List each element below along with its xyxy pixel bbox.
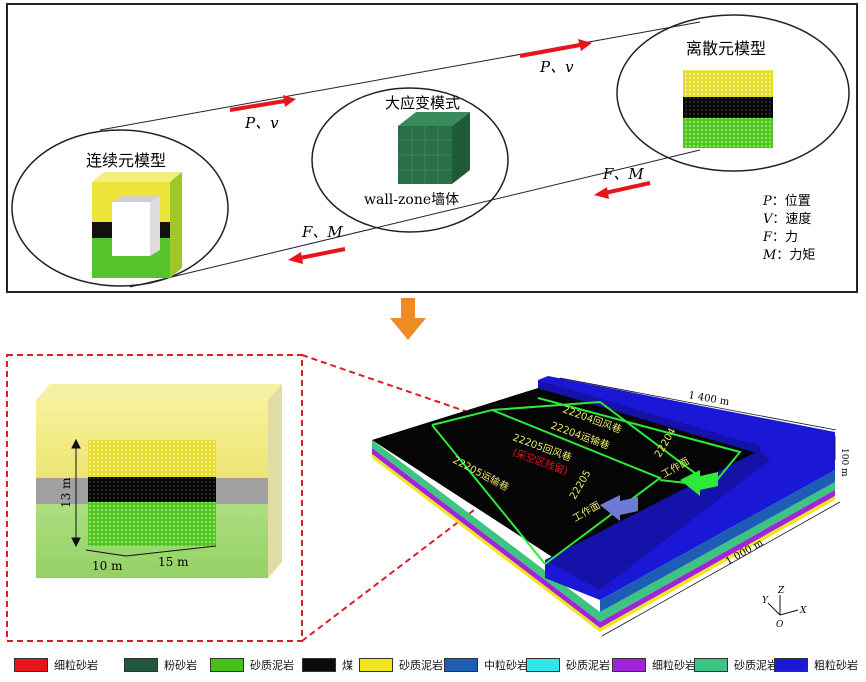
zoom-line-bottom (301, 474, 521, 642)
red-arrows (229, 39, 651, 264)
legend-label: 细粒砂岩 (652, 659, 696, 672)
axis-y: Y (762, 596, 769, 606)
legend-swatch (124, 658, 158, 672)
legend-swatch (210, 658, 244, 672)
svg-text:P：位置: P：位置 (762, 194, 811, 209)
arrow-label-pv-1: P、v (244, 114, 279, 132)
arrow-right-1 (229, 95, 296, 112)
arrow-left-2 (288, 247, 346, 264)
legend-label: 砂质泥岩 (566, 659, 610, 672)
legend-swatch (444, 658, 478, 672)
svg-text:M：力矩: M：力矩 (762, 248, 815, 263)
coupling-scheme-panel (6, 3, 858, 293)
mine-model (372, 376, 835, 632)
legend-swatch (526, 658, 560, 672)
legend-item: 砂质泥岩 (359, 655, 443, 675)
inset-dimensions (71, 438, 217, 557)
wall-zone-label: wall-zone墙体 (364, 192, 459, 208)
axis-x: X (799, 606, 807, 616)
legend-swatch (14, 658, 48, 672)
wall-zone-cube (398, 112, 470, 184)
legend-label: 砂质泥岩 (399, 659, 443, 672)
axis-triad (767, 595, 799, 616)
continuum-model-graphic (92, 172, 182, 278)
depth-label: 100 m (839, 448, 849, 477)
model-dimensions (559, 377, 841, 637)
width-label-b: 15 m (158, 555, 189, 569)
legend-swatch (359, 658, 393, 672)
svg-text:V：速度: V：速度 (763, 211, 811, 227)
legend-label: 细粒砂岩 (54, 659, 98, 672)
strata-legend: 细粒砂岩 粉砂岩 砂质泥岩 煤 砂质泥岩 中粒砂岩 砂质泥岩 细粒砂岩 砂质泥岩 粗粒砂岩 (14, 655, 864, 677)
legend-item: 细粒砂岩 (14, 655, 98, 675)
legend-item: 细粒砂岩 (612, 655, 696, 675)
arrow-label-fm-2: F、M (301, 223, 343, 241)
legend-item: 砂质泥岩 (210, 655, 294, 675)
svg-text:F：力: F：力 (762, 230, 798, 245)
discrete-model-graphic (683, 70, 773, 148)
discrete-title: 离散元模型 (686, 39, 766, 58)
width-label-a: 10 m (92, 559, 123, 573)
legend-label: 中粒砂岩 (484, 659, 528, 672)
legend-item: 煤 (302, 655, 353, 675)
connector-lines (99, 21, 701, 288)
legend-item: 中粒砂岩 (444, 655, 528, 675)
large-strain-title: 大应变模式 (385, 94, 460, 112)
down-arrow (390, 298, 426, 340)
discrete-ellipse (616, 14, 850, 172)
arrow-label-pv-2: P、v (539, 58, 574, 76)
legend-swatch (612, 658, 646, 672)
legend-item: 粗粒砂岩 (774, 655, 858, 675)
legend-item: 砂质泥岩 (694, 655, 778, 675)
legend-swatch (774, 658, 808, 672)
large-strain-ellipse (311, 87, 509, 233)
legend-item: 砂质泥岩 (526, 655, 610, 675)
legend-label: 粉砂岩 (164, 659, 197, 672)
height-label: 13 m (59, 477, 73, 508)
legend-label: 砂质泥岩 (734, 659, 778, 672)
axis-z: Z (777, 586, 785, 596)
legend-item: 粉砂岩 (124, 655, 197, 675)
legend-label: 粗粒砂岩 (814, 659, 858, 672)
axis-o: O (776, 620, 784, 630)
legend-label: 砂质泥岩 (250, 659, 294, 672)
legend-label: 煤 (342, 659, 353, 672)
legend-swatch (302, 658, 336, 672)
symbol-key: P：位置 V：速度 F：力 M：力矩 (762, 194, 815, 263)
legend-swatch (694, 658, 728, 672)
continuum-ellipse (11, 129, 229, 287)
arrow-left-1 (594, 181, 651, 199)
arrow-right-2 (519, 39, 592, 58)
arrow-label-fm-1: F、M (602, 165, 644, 183)
continuum-title: 连续元模型 (86, 151, 166, 170)
